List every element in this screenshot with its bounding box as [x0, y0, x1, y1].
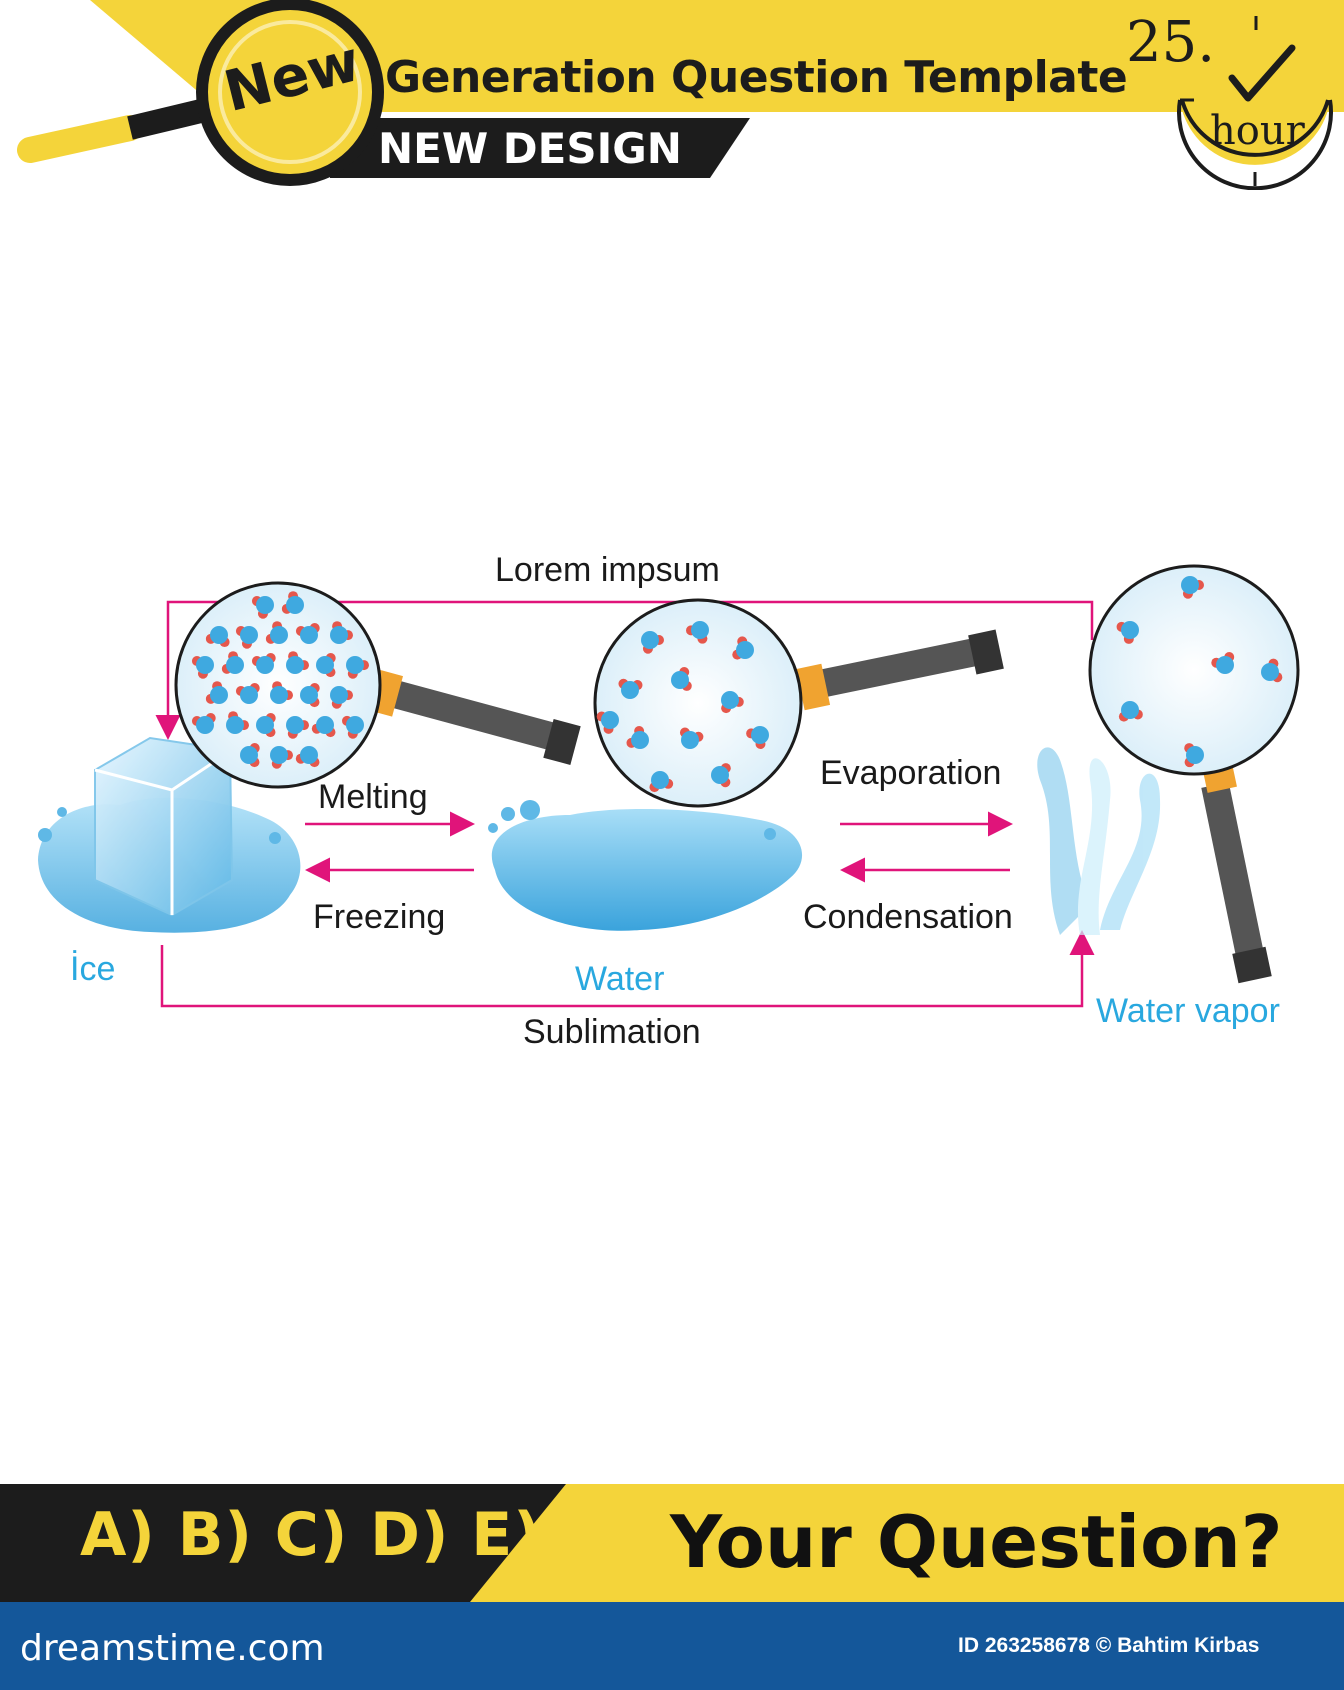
question-text: Your Question? [670, 1500, 1283, 1584]
header-banner [17, 0, 1344, 190]
timer-value: 25. [1126, 10, 1216, 75]
stopwatch-icon [1177, 16, 1333, 190]
magnifier-ice [174, 581, 581, 789]
ice-label: İce [70, 950, 116, 988]
page-subtitle: NEW DESIGN [378, 124, 682, 173]
magnifier-vapor [1088, 564, 1300, 984]
water-label: Water [575, 960, 665, 998]
top-loop-label: Lorem impsum [495, 551, 720, 589]
water-vapor-label: Water vapor [1096, 992, 1280, 1030]
evaporation-label: Evaporation [820, 754, 1002, 792]
water-puddle-icon [488, 800, 803, 931]
page-title: Generation Question Template [385, 52, 1128, 103]
sublimation-label: Sublimation [523, 1013, 701, 1051]
freezing-label: Freezing [313, 898, 446, 936]
top-loop-arrow [155, 600, 1094, 740]
answer-options: A) B) C) D) E) [80, 1500, 542, 1570]
sublimation-arrow [160, 930, 1095, 1008]
magnifier-water [593, 598, 1004, 808]
vapor-icon [1037, 747, 1161, 935]
check-icon [1228, 44, 1296, 102]
image-credit: ID 263258678 © Bahtim Kirbas [958, 1634, 1260, 1657]
melting-label: Melting [318, 778, 428, 816]
condensation-label: Condensation [803, 898, 1013, 936]
brand-logo: dreamstime.com [20, 1628, 325, 1669]
magnifier-icon [17, 0, 384, 186]
timer-unit: hour [1210, 108, 1305, 154]
footer-banner [0, 1484, 1344, 1690]
ice-cube-icon [38, 736, 301, 933]
